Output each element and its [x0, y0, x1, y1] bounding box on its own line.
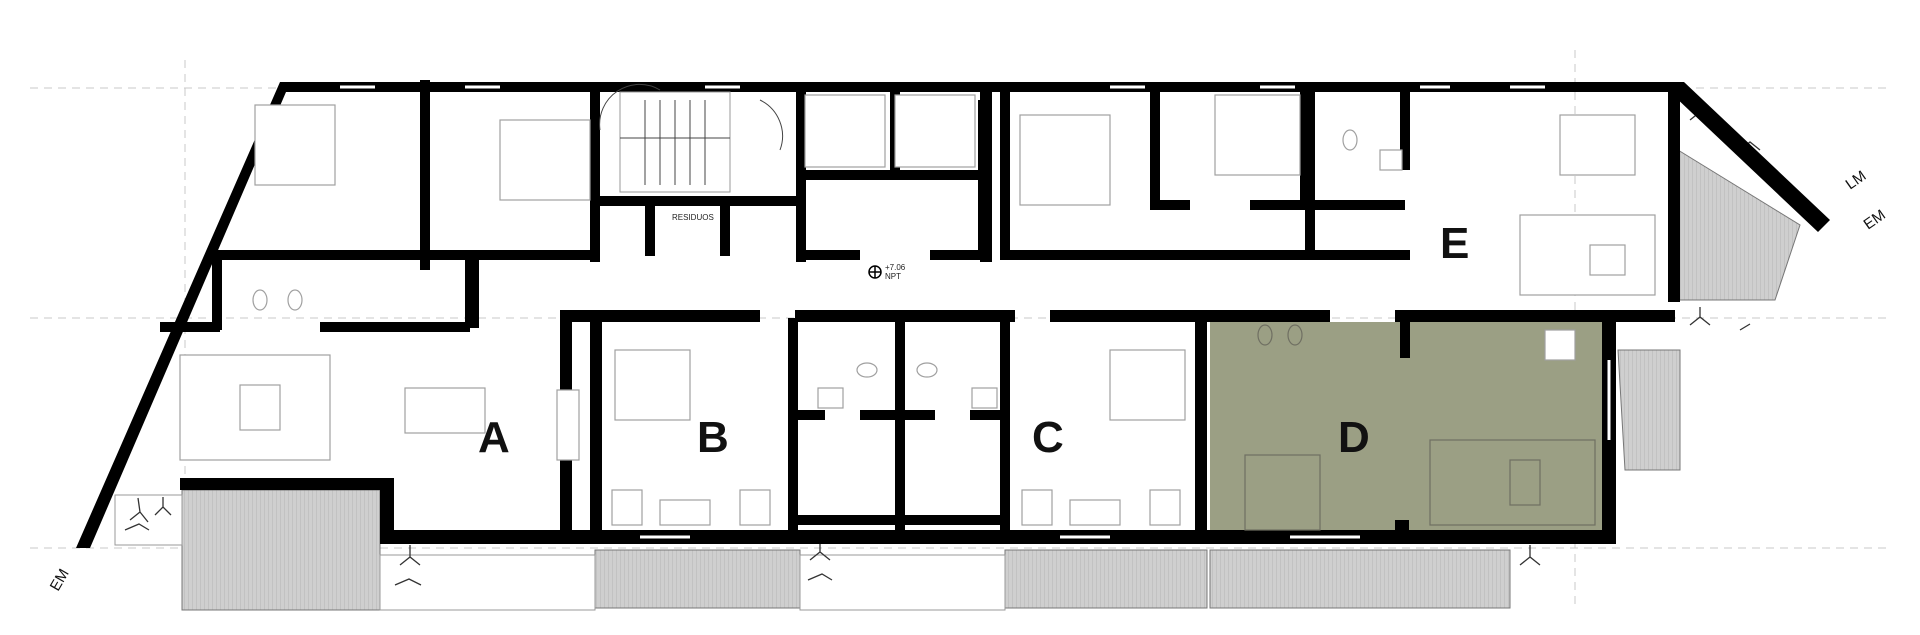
windows: [340, 85, 1611, 539]
unit-label-d[interactable]: D: [1338, 413, 1370, 462]
edge-label-em-right: EM: [1861, 206, 1889, 233]
elevator-icon: [804, 94, 976, 168]
plant-icon: [394, 545, 422, 586]
unit-label-a[interactable]: A: [478, 413, 510, 462]
edge-label-em-left: EM: [47, 566, 73, 594]
room-label-residuos: RESIDUOS: [672, 213, 714, 222]
table-icon: [404, 114, 1636, 434]
plant-icon: [1689, 307, 1751, 331]
toilet-icon: [252, 129, 1358, 378]
bed-icon: [254, 94, 1321, 531]
level-mark: +7.06: [885, 263, 906, 272]
terrace-a: [181, 489, 381, 611]
terraces: [181, 149, 1801, 611]
terrace-c: [1004, 549, 1208, 609]
unit-label-c[interactable]: C: [1032, 413, 1064, 462]
interior-walls: [160, 80, 1675, 544]
terrace-e2: [1617, 349, 1681, 471]
unit-label-e[interactable]: E: [1440, 219, 1469, 268]
terrace-b: [594, 549, 801, 609]
edge-label-lm-right: LM: [1843, 167, 1870, 193]
plant-icon: [1519, 545, 1541, 566]
level-sub: NPT: [885, 272, 901, 281]
plant-icon: [807, 540, 833, 581]
terrace-e: [1677, 149, 1801, 301]
stair-icon: [599, 83, 784, 193]
sink-icon: [556, 149, 1576, 461]
terrace-d: [1209, 549, 1511, 609]
sofa-icon: [179, 214, 1656, 526]
plant-icon: [124, 497, 172, 531]
exterior-walls: [76, 82, 1830, 548]
level-marker-icon: +7.06 NPT: [868, 263, 906, 281]
unit-label-b[interactable]: B: [697, 413, 729, 462]
